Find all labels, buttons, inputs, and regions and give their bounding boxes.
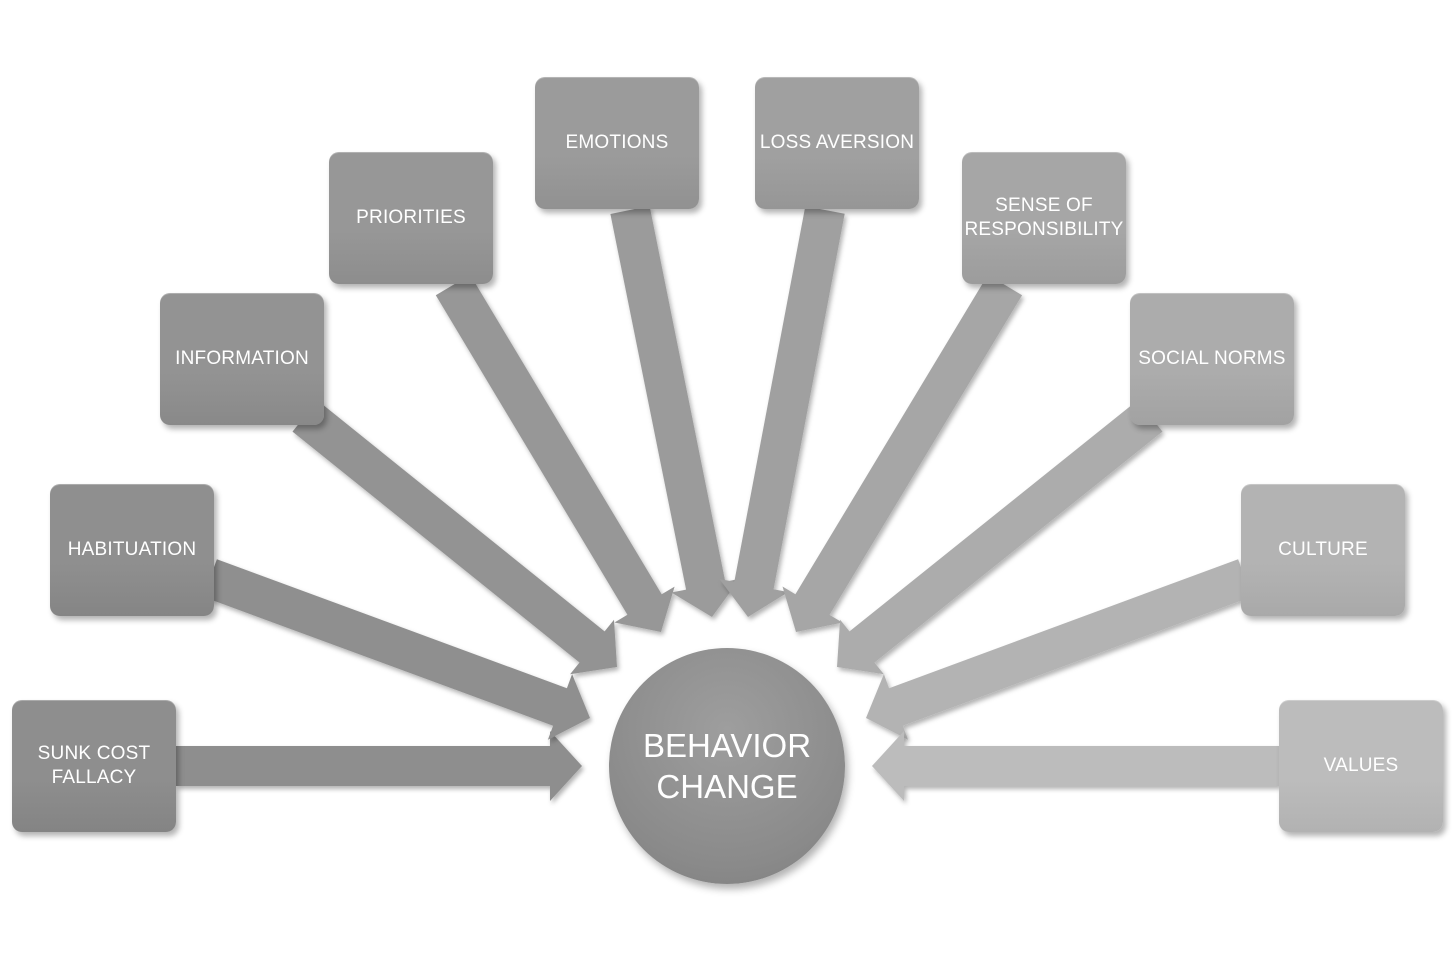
- factor-box-sunk-cost-fallacy: SUNK COST FALLACY: [12, 700, 176, 832]
- factor-box-sense-of-responsibility: SENSE OF RESPONSIBILITY: [962, 152, 1126, 284]
- factor-box-culture: CULTURE: [1241, 484, 1405, 616]
- arrow-sense-of-responsibility: [782, 274, 1023, 632]
- arrow-social-norms: [837, 400, 1163, 675]
- arrow-loss-aversion: [719, 206, 845, 618]
- factor-box-information: INFORMATION: [160, 293, 324, 425]
- arrow-culture: [866, 559, 1252, 740]
- arrow-emotions: [610, 206, 740, 617]
- center-circle-behavior-change: BEHAVIOR CHANGE: [609, 648, 845, 884]
- factor-box-values: VALUES: [1279, 700, 1443, 832]
- arrow-habituation: [203, 559, 590, 740]
- arrow-information: [292, 400, 617, 675]
- factor-box-priorities: PRIORITIES: [329, 152, 493, 284]
- factor-box-social-norms: SOCIAL NORMS: [1130, 293, 1294, 425]
- factor-box-habituation: HABITUATION: [50, 484, 214, 616]
- arrow-values: [872, 731, 1279, 801]
- arrow-sunk-cost-fallacy: [176, 731, 582, 801]
- factor-box-loss-aversion: LOSS AVERSION: [755, 77, 919, 209]
- arrow-priorities: [435, 274, 675, 632]
- factor-box-emotions: EMOTIONS: [535, 77, 699, 209]
